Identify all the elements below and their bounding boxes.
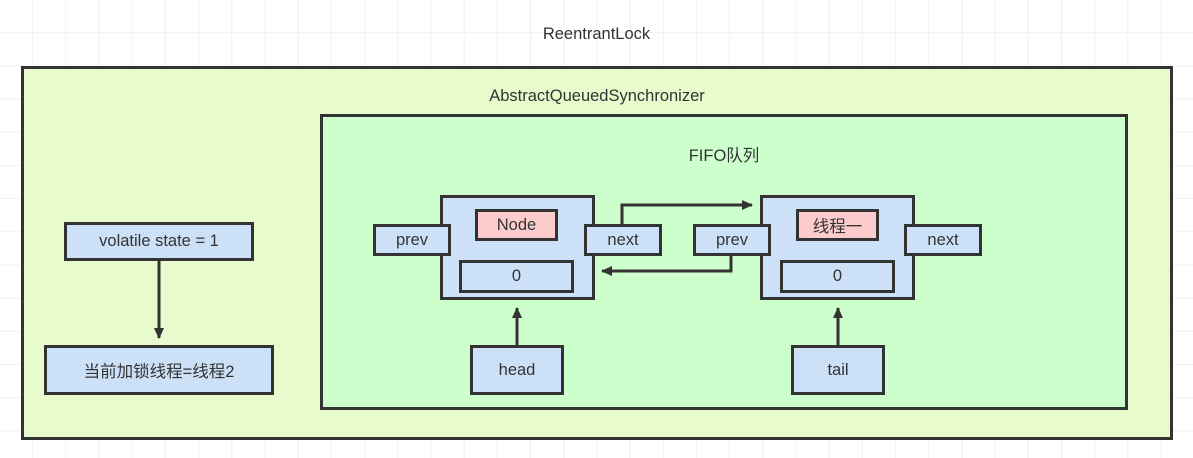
head-node-title: Node (475, 209, 558, 241)
reentrantlock-title: ReentrantLock (542, 25, 651, 43)
current-locking-thread-box: 当前加锁线程=线程2 (44, 345, 274, 395)
abstractqueuedsynchronizer-title: AbstractQueuedSynchronizer (489, 87, 705, 105)
tail-node-prev: prev (693, 224, 771, 256)
head-pointer-box: head (470, 345, 564, 395)
fifo-queue-title: FIFO队列 (688, 147, 760, 165)
volatile-state-box: volatile state = 1 (64, 222, 254, 261)
tail-pointer-box: tail (791, 345, 885, 395)
tail-node-next: next (904, 224, 982, 256)
tail-node-waitstatus: 0 (780, 260, 895, 293)
head-node-waitstatus: 0 (459, 260, 574, 293)
head-node-next: next (584, 224, 662, 256)
tail-node-title: 线程一 (796, 209, 879, 241)
head-node-prev: prev (373, 224, 451, 256)
